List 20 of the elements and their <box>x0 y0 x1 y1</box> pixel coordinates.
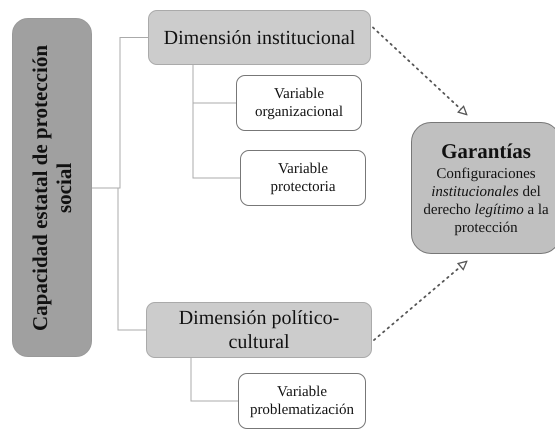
box-label: Variable organizacional <box>254 85 344 121</box>
box-heading: Garantías <box>441 139 531 165</box>
variable-box <box>238 373 366 429</box>
box-label: Configuraciones institucionales del derecho legítimo a la protección <box>422 164 550 237</box>
box-label: Capacidad estatal de protección social <box>28 44 76 333</box>
connector-line <box>190 358 238 402</box>
box-label: Variable protectoria <box>270 160 336 196</box>
box-label: Variable problematización <box>248 383 356 419</box>
root-box <box>12 18 92 357</box>
result-box <box>411 122 555 254</box>
variable-box <box>240 150 366 206</box>
dotted-arrow <box>372 26 468 116</box>
variable-box <box>236 75 362 131</box>
connector-line <box>192 64 240 178</box>
box-label: Dimensión político-cultural <box>178 306 340 354</box>
dimension-box <box>148 10 371 65</box>
box-label: Dimensión institucional <box>162 26 356 50</box>
dotted-arrow <box>373 260 468 341</box>
connector-line <box>92 188 146 330</box>
dimension-box <box>146 302 372 358</box>
